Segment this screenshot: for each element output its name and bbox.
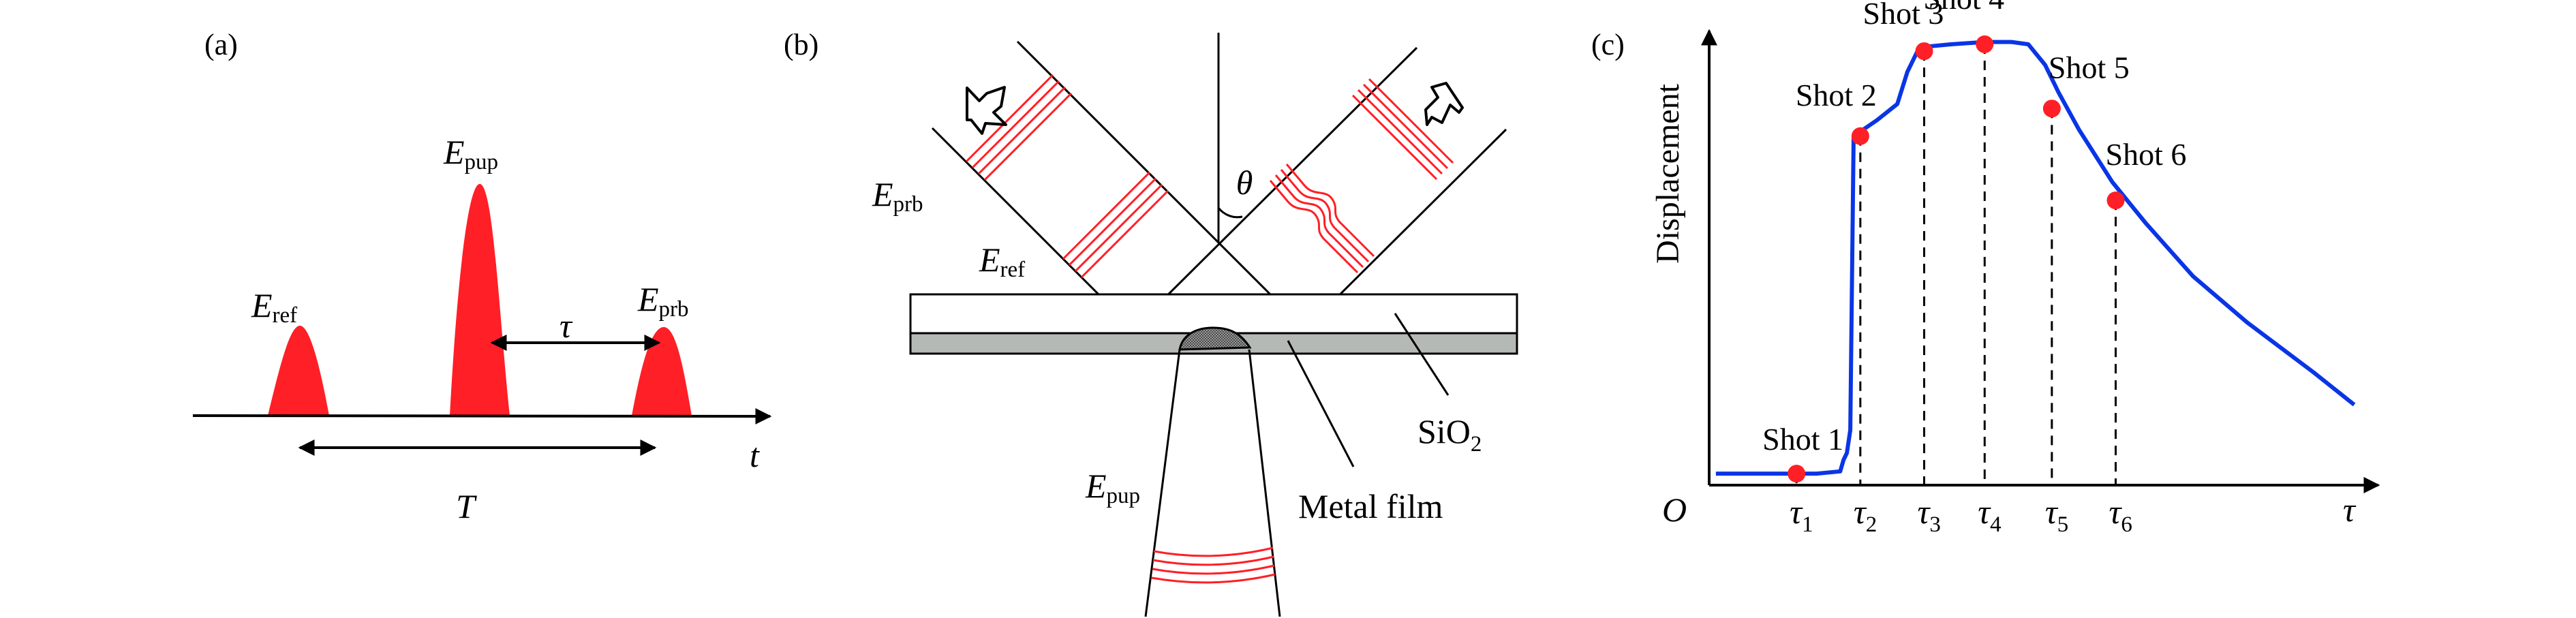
label-e-ref: Eref [251, 286, 297, 328]
label-metal-film: Metal film [1298, 487, 1443, 525]
x-tick-label-1: τ1 [1790, 493, 1813, 537]
pulse-prb [632, 327, 692, 416]
panel-b: (b) θ [784, 28, 1518, 617]
reflected-wavefronts-distorted [1269, 164, 1375, 274]
panel-a-label: (a) [204, 28, 238, 61]
metal-film-leader-line [1287, 340, 1355, 467]
shot-label-3: Shot 3 [1863, 0, 1944, 31]
x-tick-labels: τ1 τ2 τ3 τ4 τ5 τ6 [1790, 493, 2132, 537]
panel-b-label: (b) [784, 28, 818, 61]
pump-beam-edge-left [1144, 349, 1181, 617]
angle-arc [1217, 207, 1243, 219]
incident-wavefronts-lower [1062, 171, 1169, 279]
x-tick-label-4: τ4 [1978, 493, 2001, 537]
panel-a: (a) Eref Epup Eprb τ T t [192, 28, 772, 525]
label-sio2: SiO2 [1417, 412, 1482, 457]
x-tick-label-5: τ5 [2045, 493, 2068, 537]
reflected-wavefronts-upper [1351, 78, 1454, 181]
panel-c: (c) Displacement O τ τ1 τ2 τ3 τ4 τ5 τ6 Shot 1… [1591, 0, 2380, 537]
shot-marker-2 [1851, 127, 1869, 145]
dashed-guides [1795, 44, 2117, 485]
incident-wavefronts-upper [965, 74, 1073, 181]
label-period: T [456, 487, 477, 525]
shot-label-2: Shot 2 [1796, 78, 1877, 112]
shot-marker-3 [1915, 42, 1933, 61]
x-tick-label-2: τ2 [1854, 493, 1877, 537]
label-b-e-ref: Eref [979, 241, 1025, 282]
shot-label-1: Shot 1 [1762, 422, 1843, 457]
label-time: t [750, 436, 760, 474]
origin-label: O [1662, 491, 1687, 529]
reflected-beam-edge-inner [1132, 46, 1418, 330]
shot-label-6: Shot 6 [2106, 137, 2187, 172]
reflected-direction-arrow-icon [1424, 82, 1464, 126]
label-b-e-prb: Eprb [872, 175, 923, 217]
shot-label-4: Shot 4 [1923, 0, 2004, 16]
pulse-pup [450, 184, 510, 416]
pulse-ref [268, 326, 329, 416]
label-theta: θ [1236, 164, 1253, 202]
panel-c-label: (c) [1591, 28, 1625, 61]
displacement-curve [1715, 40, 2356, 476]
shot-marker-4 [1976, 35, 1994, 53]
pump-wavefronts [1151, 546, 1276, 584]
shot-marker-5 [2042, 99, 2061, 118]
label-tau: τ [559, 307, 573, 345]
x-axis-label: τ [2343, 491, 2357, 529]
y-axis-label: Displacement [1650, 83, 1686, 264]
label-e-pup: Epup [443, 133, 498, 174]
shot-marker-1 [1788, 465, 1806, 483]
x-tick-label-3: τ3 [1918, 493, 1941, 537]
pump-beam-edge-right [1248, 349, 1281, 617]
sio2-leader-line [1394, 313, 1450, 396]
label-e-prb: Eprb [637, 280, 689, 322]
incident-direction-arrow-icon [966, 86, 1007, 135]
x-tick-label-6: τ6 [2109, 493, 2132, 537]
ablation-bump [1178, 326, 1252, 351]
shot-marker-6 [2106, 191, 2125, 210]
shot-label-5: Shot 5 [2049, 50, 2130, 84]
label-b-e-pup: Epup [1085, 467, 1140, 508]
